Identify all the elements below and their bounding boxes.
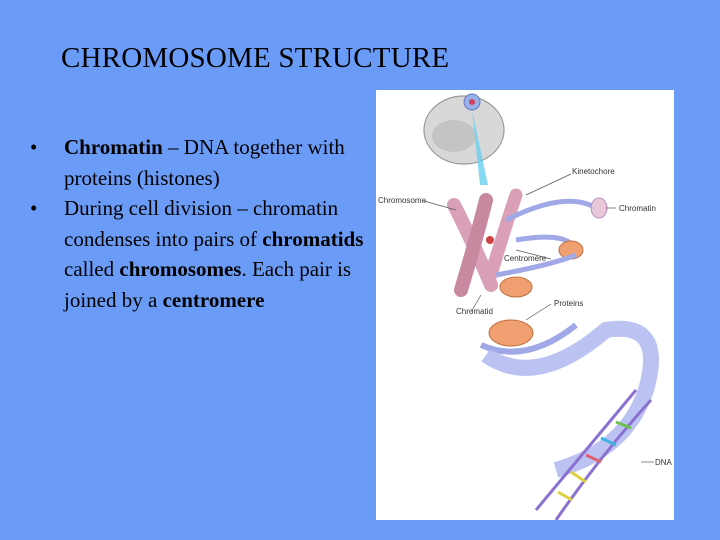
nucleosome-cluster-upper [495,240,584,298]
label-chromosome: Chromosome [378,196,427,205]
dna-double-helix [534,389,653,520]
label-kinetochore: Kinetochore [572,167,615,176]
bullet-item-chromatin: • Chromatin – DNA together with proteins… [30,132,390,193]
label-leaders [423,173,654,463]
bullet-item-cell-division: • During cell division – chromatin conde… [30,193,390,315]
bullet-text: During cell division – chromatin condens… [64,196,364,312]
term-centromere: centromere [162,287,265,312]
chromosome-diagram: Kinetochore Chromosome Chromatin Centrom… [378,93,673,520]
label-chromatin: Chromatin [619,204,656,213]
bullet-text: Chromatin – DNA together with proteins (… [64,135,345,190]
chromosome-structure-figure: Kinetochore Chromosome Chromatin Centrom… [376,90,674,520]
slide-title: CHROMOSOME STRUCTURE [61,42,450,74]
term-chromosomes: chromosomes [119,257,242,281]
bullet-dot: • [30,135,38,159]
label-proteins: Proteins [554,299,583,308]
term-chromatids: chromatids [262,226,364,251]
chromosome-illustration [447,188,523,297]
label-dna: DNA [655,458,673,467]
label-centromere: Centromere [504,254,547,263]
bullet-list: • Chromatin – DNA together with proteins… [30,132,390,315]
chromatin-coil [504,197,608,256]
term-chromatin: Chromatin [64,135,163,159]
bullet-dot: • [30,196,38,220]
cell-illustration [423,93,505,185]
label-chromatid: Chromatid [456,307,493,316]
nucleosome-cluster-lower [479,319,578,355]
dna-fiber [481,320,659,478]
